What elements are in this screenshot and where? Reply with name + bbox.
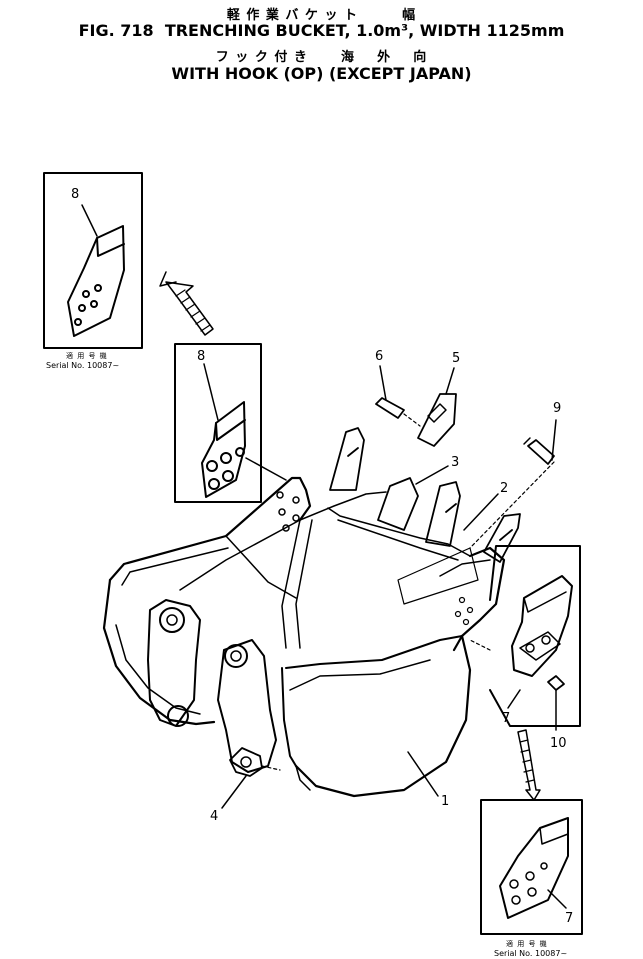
inset-frame (480, 799, 583, 935)
inset-side-cutter-7-later: 7 適 用 号 機 Serial No. 10087~ (480, 799, 583, 958)
hatched-arrow-upper (159, 271, 214, 336)
tooth-adapters (329, 427, 521, 563)
trenching-bucket-body (102, 476, 506, 798)
tooth-5: 5 (417, 351, 460, 447)
callout-3: 3 (451, 455, 459, 470)
bolt-hole (82, 290, 90, 298)
callout-7: 7 (502, 711, 510, 726)
inset-frame (43, 172, 143, 349)
bolt (206, 460, 218, 472)
hook (229, 747, 263, 777)
serial-note: Serial No. 10087~ (46, 361, 119, 370)
serial-note: Serial No. 10087~ (494, 949, 567, 958)
callout-7: 7 (565, 911, 573, 926)
bolt-hole (78, 304, 86, 312)
callout-10: 10 (550, 736, 567, 751)
leader-1: 1 (407, 751, 449, 809)
serial-note-jp: 適 用 号 機 (506, 939, 548, 948)
bolt-hole (94, 284, 102, 292)
bolt-hole (74, 318, 82, 326)
bolt-9: 9 (469, 401, 561, 549)
bolt (222, 470, 234, 482)
callout-4: 4 (210, 809, 218, 824)
tooth-3: 3 (377, 455, 459, 531)
title-japanese-line-1: 軽 作 業 バ ケ ッ ト 幅 (226, 8, 417, 23)
bolt (235, 447, 245, 457)
serial-note-jp: 適 用 号 機 (66, 351, 108, 360)
leader-4: 4 (210, 775, 247, 824)
figure-title: FIG. 718 TRENCHING BUCKET, 1.0m³, WIDTH … (78, 21, 565, 40)
title-japanese-line-2: フ ッ ク 付 き 海 外 向 (215, 50, 428, 65)
inset-side-cutter-8: 8 (174, 343, 287, 503)
pin-6: 6 (375, 349, 421, 427)
pin-boss (159, 607, 185, 633)
side-cutter-part (67, 225, 125, 337)
side-cutter-part (499, 817, 569, 919)
side-cutter-part (201, 401, 246, 498)
pin-boss (167, 705, 189, 727)
inset-frame (174, 343, 262, 503)
bolt (220, 452, 232, 464)
figure-subtitle: WITH HOOK (OP) (EXCEPT JAPAN) (171, 64, 472, 83)
callout-8: 8 (197, 349, 205, 364)
inset-side-cutter-early: 8 適 用 号 機 Serial No. 10087~ (43, 172, 143, 370)
side-cutter-part (511, 575, 573, 677)
callout-6: 6 (375, 349, 383, 364)
hatched-arrow-lower (517, 729, 541, 801)
callout-9: 9 (553, 401, 561, 416)
callout-1: 1 (441, 794, 449, 809)
inset-side-cutter-7: 7 10 (469, 545, 581, 751)
bolt-hole (90, 300, 98, 308)
callout-2: 2 (500, 481, 508, 496)
inset-frame (489, 545, 581, 727)
leader-2: 2 (463, 481, 508, 531)
callout-5: 5 (452, 351, 460, 366)
nut-10 (547, 675, 565, 691)
callout-8: 8 (71, 187, 79, 202)
pin-boss (224, 644, 248, 668)
cutting-edge-plate (397, 547, 479, 605)
bolt (208, 478, 220, 490)
